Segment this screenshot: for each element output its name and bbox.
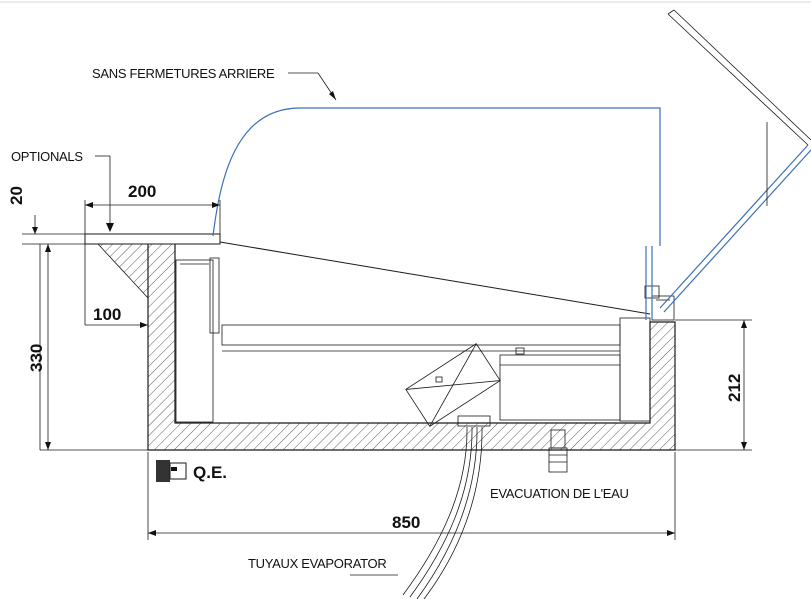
optional-shelf <box>84 233 221 245</box>
dim-200: 200 <box>128 182 156 201</box>
slanted-line <box>219 241 651 315</box>
dim-100: 100 <box>93 305 121 324</box>
condensing-unit <box>499 354 621 421</box>
label-optionals: OPTIONALS <box>11 149 83 164</box>
inner-left-strip <box>209 257 220 334</box>
qe-label: Q.E. <box>193 463 227 482</box>
tilted-unit <box>405 343 501 427</box>
label-rear: SANS FERMETURES ARRIERE <box>92 66 275 81</box>
rear-profile <box>212 107 661 246</box>
evaporator-plate <box>221 324 621 346</box>
inner-left-panel <box>175 259 214 423</box>
label-drain: EVACUATION DE L'EAU <box>490 486 629 501</box>
drain-fitting <box>457 415 491 427</box>
qe-fitting <box>156 460 187 482</box>
glass-panels <box>645 9 811 320</box>
dim-20: 20 <box>7 186 26 205</box>
label-pipes: TUYAUX EVAPORATOR <box>248 556 386 571</box>
dim-850: 850 <box>392 513 420 532</box>
dim-330: 330 <box>27 344 46 372</box>
evaporator-pipes <box>402 426 483 599</box>
dim-212: 212 <box>725 374 744 402</box>
shelf-bracket <box>97 243 149 300</box>
